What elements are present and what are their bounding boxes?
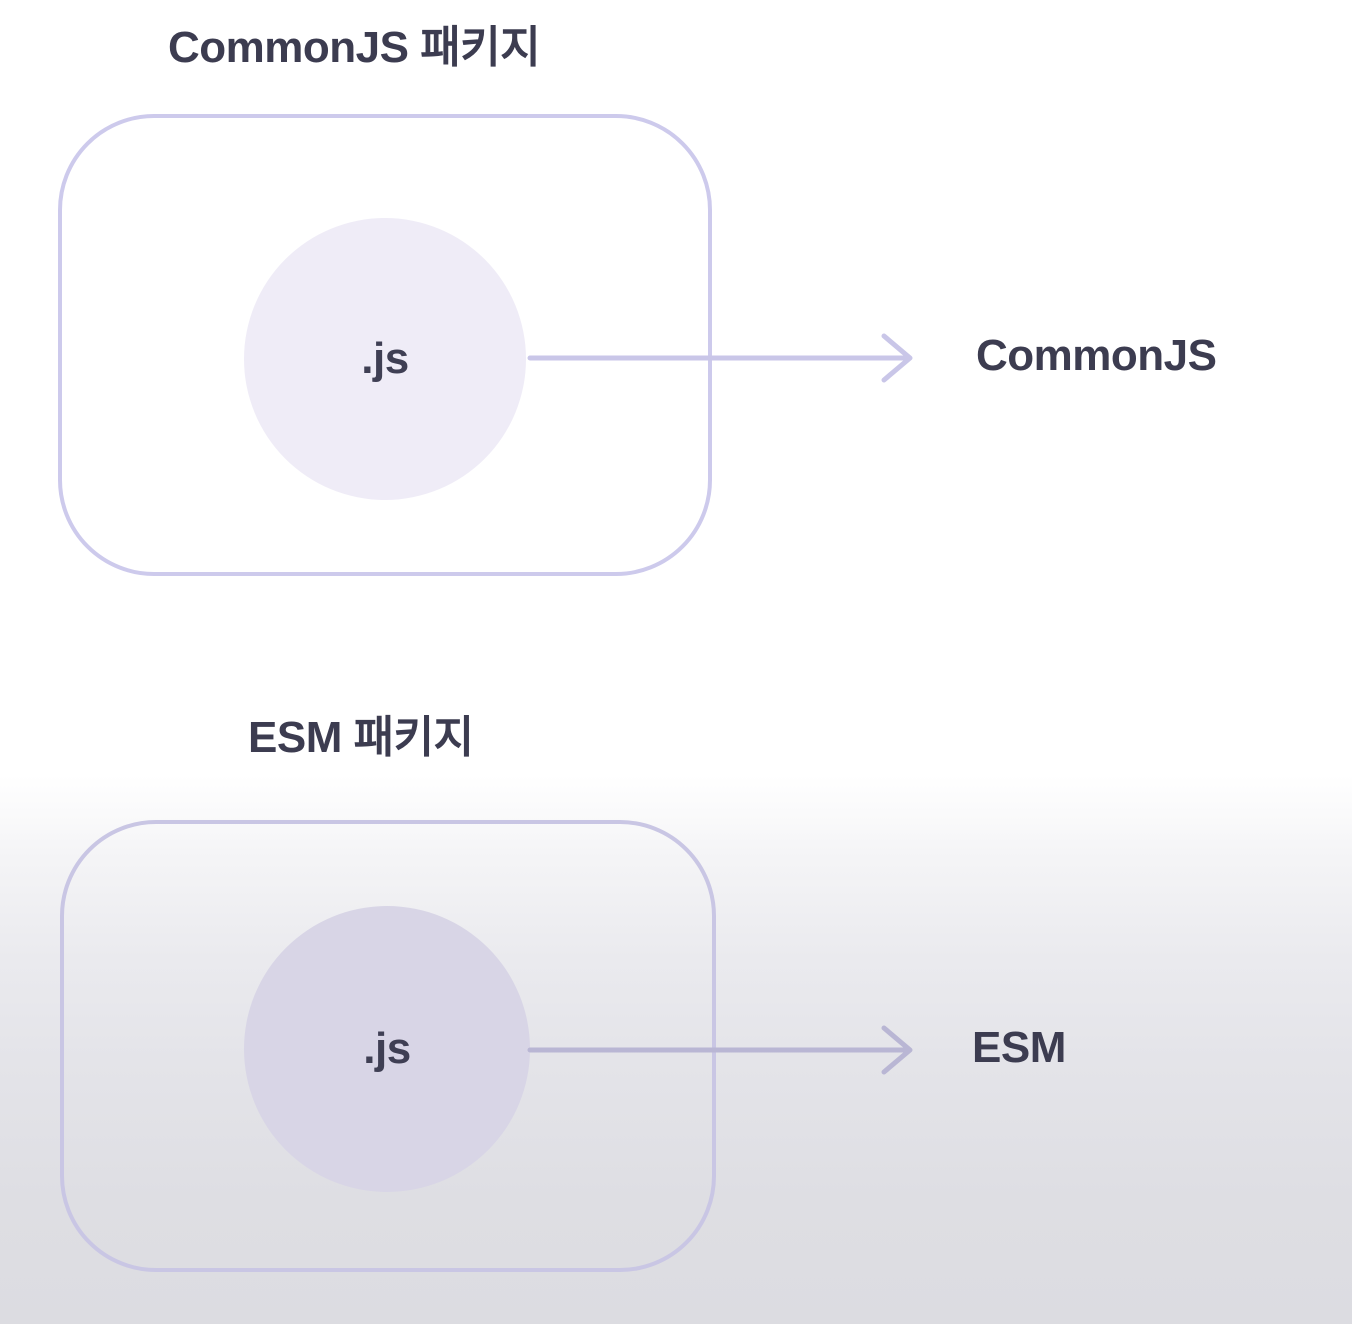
package-box-commonjs (58, 114, 712, 576)
section-title-esm: ESM 패키지 (248, 713, 474, 762)
arrow-right-icon-esm (527, 1025, 913, 1075)
js-file-label: .js (363, 1024, 411, 1073)
js-file-circle-commonjs: .js (244, 218, 526, 500)
js-file-label: .js (361, 334, 409, 383)
module-label-commonjs: CommonJS (976, 331, 1217, 380)
js-file-circle-esm: .js (244, 906, 530, 1192)
module-label-esm: ESM (972, 1023, 1066, 1072)
package-box-esm (60, 820, 716, 1272)
arrow-right-icon-commonjs (527, 333, 913, 383)
section-title-commonjs: CommonJS 패키지 (168, 23, 541, 72)
